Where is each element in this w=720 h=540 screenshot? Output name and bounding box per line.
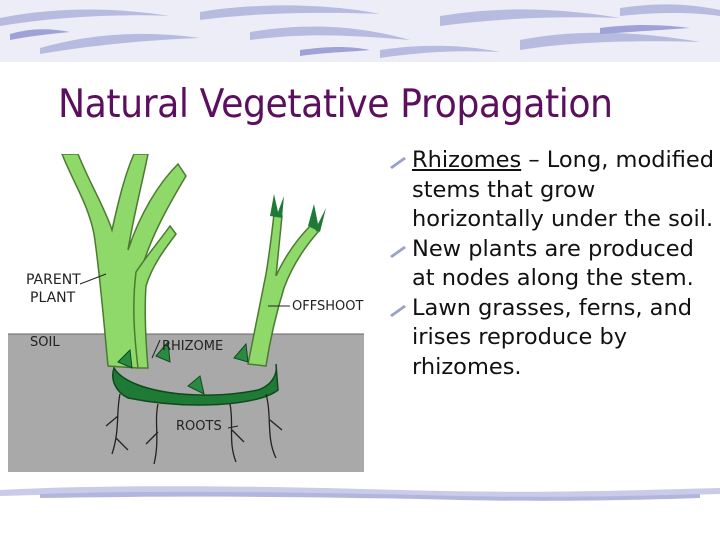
label-soil: SOIL [30, 335, 60, 350]
label-offshoot: OFFSHOOT [292, 299, 363, 314]
rhizome-stem [112, 363, 279, 406]
parent-plant-drawing [61, 154, 187, 369]
bullet-pencil-icon [390, 245, 406, 258]
rhizome-illustration: PARENT PLANT SOIL RHIZOME OFFSHOOT ROOTS [8, 154, 364, 474]
slide-title: Natural Vegetative Propagation [58, 82, 613, 127]
bottom-decorative-band [0, 486, 720, 501]
label-roots: ROOTS [176, 419, 222, 434]
bullet-pencil-icon [390, 304, 406, 317]
pointer-roots [227, 425, 239, 429]
label-parent-plant-line1: PARENT [26, 272, 81, 288]
bullet-list: Rhizomes – Long, modified stems that gro… [388, 146, 718, 382]
roots-drawing [105, 393, 283, 465]
bullet-text: New plants are produced at nodes along t… [412, 235, 694, 292]
bullet-term: Rhizomes [412, 147, 522, 173]
top-decorative-band [0, 0, 720, 62]
bullet-pencil-icon [390, 157, 406, 169]
bullet-item-examples: Lawn grasses, ferns, and irises reproduc… [388, 294, 718, 383]
offshoot-drawing [247, 213, 319, 367]
offshoot-leaf-tips [270, 194, 326, 232]
pointer-parent-plant [79, 273, 107, 285]
pointer-rhizome [151, 339, 161, 359]
bullet-text: – Long, modified stems that grow horizon… [412, 147, 715, 232]
rhizome-nodes [117, 340, 249, 395]
bullet-item-nodes: New plants are produced at nodes along t… [388, 235, 718, 294]
label-parent-plant-line2: PLANT [30, 290, 76, 306]
bullet-text: Lawn grasses, ferns, and irises reproduc… [412, 294, 693, 380]
label-rhizome: RHIZOME [162, 339, 223, 354]
bullet-item-rhizomes: Rhizomes – Long, modified stems that gro… [388, 146, 718, 235]
